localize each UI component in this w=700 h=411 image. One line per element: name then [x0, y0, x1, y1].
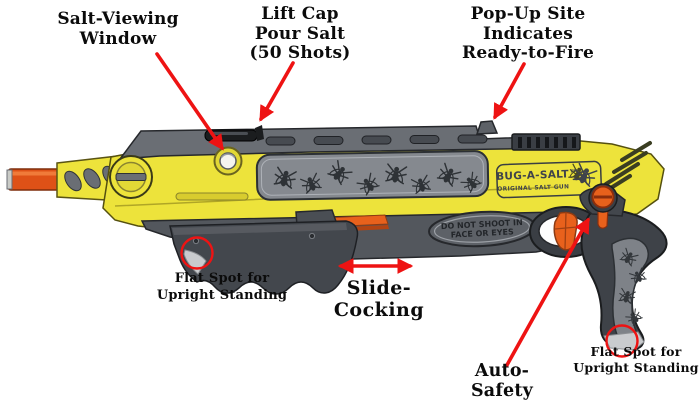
warning-plate: DO NOT SHOOT IN FACE OR EYES	[428, 210, 536, 248]
rear-vent-slats	[596, 141, 652, 198]
auto-safety-dial	[579, 183, 626, 229]
warning-text-line2: FACE OR EYES	[450, 227, 514, 239]
front-cap	[109, 155, 153, 199]
callout-flat-spot-foregrip: Flat Spot for Upright Standing	[156, 271, 288, 303]
callout-auto-safety: Auto- Safety	[470, 361, 534, 402]
callout-slide-cocking: Slide-Cocking	[333, 277, 425, 322]
callout-popup-site: Pop-Up Site Indicates Ready-to-Fire	[462, 4, 594, 64]
highlight-circle-foregrip	[180, 236, 214, 270]
salt-viewing-window	[213, 146, 243, 176]
brand-plate: BUG-A-SALT™ ORIGINAL SALT GUN	[496, 160, 603, 199]
arrow-auto-safety	[505, 217, 590, 367]
warning-text-line1: DO NOT SHOOT IN	[441, 218, 523, 231]
brand-subtext: ORIGINAL SALT GUN	[497, 184, 569, 193]
highlight-circle-grip	[605, 324, 639, 358]
callout-salt-viewing-window: Salt-Viewing Window	[57, 9, 179, 49]
grip-flat-spot	[603, 331, 645, 351]
arrow-lift-cap	[259, 61, 295, 122]
fly-decal-panel	[255, 150, 490, 201]
pistol-grip	[580, 209, 668, 351]
annotations	[155, 52, 639, 367]
callout-lift-cap: Lift Cap Pour Salt (50 Shots)	[249, 4, 351, 64]
barrel-tip	[6, 168, 63, 191]
rear-rail	[511, 133, 581, 151]
arrow-salt-window	[155, 52, 224, 151]
arrow-popup-site	[493, 62, 526, 120]
brand-text: BUG-A-SALT™	[496, 168, 580, 183]
callout-flat-spot-grip: Flat Spot for Upright Standing	[573, 344, 699, 376]
salt-gun-figure: BUG-A-SALT™ ORIGINAL SALT GUN DO NO	[6, 120, 668, 351]
popup-sight	[475, 120, 499, 135]
